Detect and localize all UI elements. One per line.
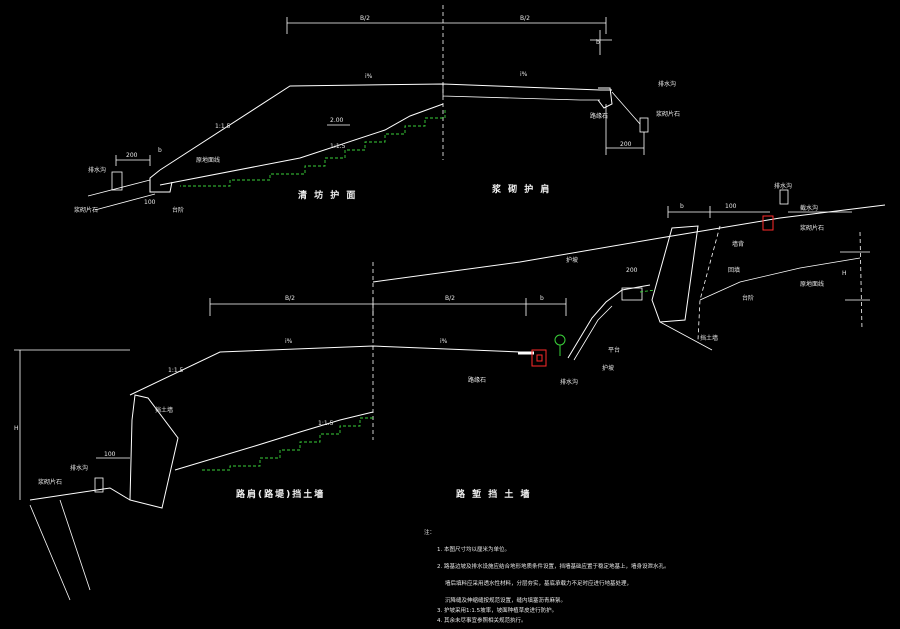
tree-icon [554,334,566,346]
caption-top-right: 浆 砌 护 肩 [491,183,551,195]
top-fill-slope [159,103,444,186]
right-cut-section: b 100 H 截水沟 浆砌片石 排水沟 墙背 回填 原地面线 台阶 [372,182,886,500]
svg-text:1:1.5: 1:1.5 [215,123,231,130]
note-2a: 2. 路基边坡及排水设施应结合地形地质条件设置，挡墙基础应置于稳定地基上，墙身设… [437,562,670,570]
svg-text:护坡: 护坡 [566,256,578,264]
svg-text:200: 200 [126,152,138,159]
right-ground-line [372,204,886,283]
svg-text:排水沟: 排水沟 [560,378,578,386]
top-dim-right: B/2 [520,15,530,22]
svg-text:B/2: B/2 [445,295,455,302]
svg-text:浆砌片石: 浆砌片石 [800,224,824,232]
svg-text:100: 100 [144,199,156,206]
bottom-road-surface [129,345,521,396]
svg-text:路缘石: 路缘石 [468,376,486,384]
svg-text:1:1.5: 1:1.5 [330,143,346,150]
left-retaining-wall [129,394,179,509]
svg-text:b: b [596,39,600,46]
svg-text:100: 100 [104,451,116,458]
svg-text:浆砌片石: 浆砌片石 [656,110,680,118]
svg-text:回填: 回填 [728,266,740,274]
svg-text:1:1.5: 1:1.5 [318,420,334,427]
svg-text:B/2: B/2 [285,295,295,302]
notes-heading: 注： [424,528,435,536]
svg-text:b: b [680,203,684,210]
svg-text:排水沟: 排水沟 [774,182,792,190]
top-section: B/2 B/2 i% i% 200 排水沟 浆砌片石 路缘石 b 1:1.5 2… [74,5,680,214]
svg-text:截水沟: 截水沟 [800,204,818,212]
note-3: 3. 护坡采用1:1.5坡率，坡面种植草皮进行防护。 [437,606,557,614]
caption-top-left: 清 坊 护 面 [298,189,357,201]
svg-text:排水沟: 排水沟 [658,80,676,88]
caption-bottom-right: 路 堑 挡 土 墙 [456,488,532,500]
svg-text:H: H [14,425,19,432]
top-slope-right: i% [520,71,528,78]
svg-text:200: 200 [626,267,638,274]
svg-text:原地面线: 原地面线 [196,156,220,164]
top-slope-left: i% [365,73,373,80]
svg-text:挡土墙: 挡土墙 [155,406,173,414]
svg-text:H: H [842,270,847,277]
svg-text:浆砌片石: 浆砌片石 [74,206,98,214]
top-right-shoulder [597,87,613,109]
svg-text:原地面线: 原地面线 [800,280,824,288]
svg-text:路缘石: 路缘石 [590,112,608,120]
svg-text:平台: 平台 [608,346,620,354]
top-green-benches [180,110,446,187]
bottom-drain-red [531,349,547,367]
svg-text:1:1.5: 1:1.5 [168,367,184,374]
svg-text:台阶: 台阶 [172,206,184,214]
svg-text:排水沟: 排水沟 [70,464,88,472]
svg-text:挡土墙: 挡土墙 [700,334,718,342]
svg-text:100: 100 [725,203,737,210]
svg-text:浆砌片石: 浆砌片石 [38,478,62,486]
top-left-toe [149,169,173,193]
svg-text:2.00: 2.00 [330,117,344,124]
caption-bottom-left: 路肩(路堤)挡土墙 [236,488,325,500]
svg-text:200: 200 [620,141,632,148]
right-retaining-wall [651,225,699,323]
svg-text:b: b [540,295,544,302]
bottom-section: B/2 B/2 b i% i% 1:1.5 挡土墙 排水沟 浆砌片石 H 100… [14,262,567,601]
notes-block: 注： 1. 本图尺寸均以厘米为单位。 2. 路基边坡及排水设施应结合地形地质条件… [424,528,670,624]
svg-text:排水沟: 排水沟 [88,166,106,174]
top-dim-left: B/2 [360,15,370,22]
svg-text:护坡: 护坡 [602,364,614,372]
svg-text:墙背: 墙背 [732,240,744,248]
svg-text:i%: i% [285,338,293,345]
svg-text:台阶: 台阶 [742,294,754,302]
svg-text:i%: i% [440,338,448,345]
note-4: 4. 其余未尽事宜参照相关规范执行。 [437,616,527,624]
note-2c: 沉降缝及伸缩缝按规范设置，缝内填塞沥青麻絮。 [445,596,566,604]
top-drain-red [762,215,774,231]
bottom-green-benches [200,417,373,471]
note-2b: 墙后填料应采用透水性材料，分层夯实，基底承载力不足时应进行地基处理， [445,579,632,587]
note-1: 1. 本图尺寸均以厘米为单位。 [437,545,510,553]
svg-text:b: b [158,147,162,154]
